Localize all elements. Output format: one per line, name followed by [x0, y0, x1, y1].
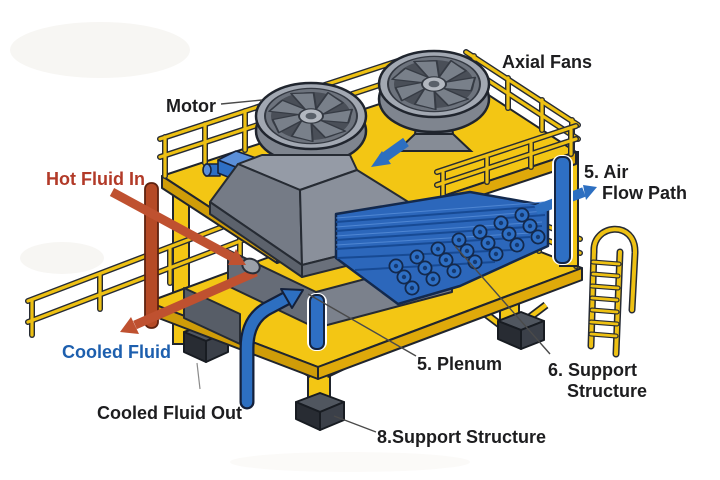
deck-airflow-arrow — [371, 137, 409, 167]
hot-fluid-piping — [109, 182, 261, 334]
label-support8: 8.Support Structure — [377, 427, 546, 447]
front-foot-pad — [295, 392, 345, 431]
red-riser-pipe — [144, 182, 159, 329]
fan-rear-rotor — [377, 49, 491, 134]
leader-lines — [220, 99, 551, 433]
tube-end-caps — [388, 207, 546, 296]
lower-left-railing — [25, 216, 246, 338]
support8-leader — [333, 415, 377, 433]
label-air-flow-1: 5. Air — [584, 162, 628, 182]
plenum-leader — [307, 293, 417, 357]
cooled-fluid-out-arrow — [239, 288, 304, 410]
center-drain-pipe — [307, 293, 327, 351]
hot-fluid-in-arrow — [228, 249, 246, 265]
label-cooled-fluid: Cooled Fluid — [62, 342, 171, 362]
right-riser-pipe — [552, 155, 573, 265]
lower-deck-fascia-right — [317, 267, 583, 380]
motor-leader — [220, 99, 263, 105]
label-hot-fluid-in: Hot Fluid In — [46, 169, 145, 189]
cooled-fluid-arrow — [120, 317, 139, 334]
support6-leader — [454, 245, 551, 355]
label-motor: Motor — [166, 96, 216, 116]
label-air-flow-2: Flow Path — [602, 183, 687, 203]
label-cooled-fluid-out: Cooled Fluid Out — [97, 403, 242, 423]
upper-front-railing — [434, 123, 579, 199]
tube-bundle — [334, 190, 550, 306]
labels: Motor Axial Fans Hot Fluid In Cooled Flu… — [46, 52, 687, 447]
fan-front-rotor — [254, 81, 368, 166]
label-plenum: 5. Plenum — [417, 354, 502, 374]
access-ladder — [587, 225, 639, 358]
label-support6-2: Structure — [567, 381, 647, 401]
label-axial-fans: Axial Fans — [502, 52, 592, 72]
label-support6-1: 6. Support — [548, 360, 637, 380]
